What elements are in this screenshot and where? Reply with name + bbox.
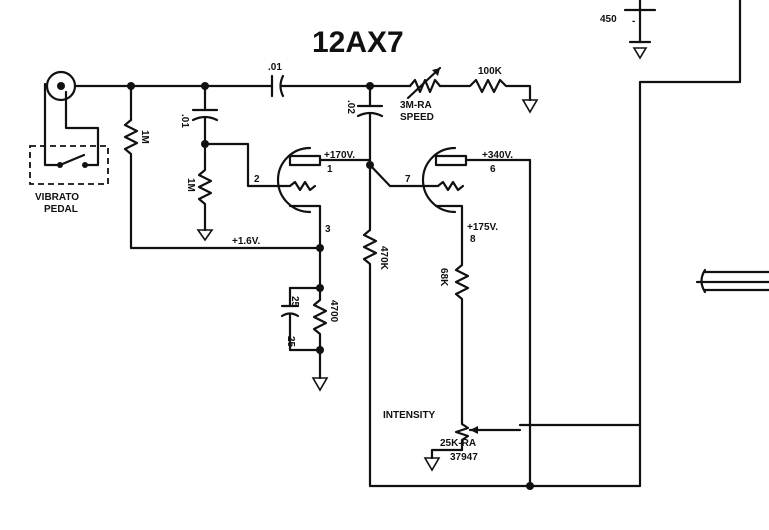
vibrato-pedal-box (29, 145, 109, 185)
pin-2: 2 (254, 174, 260, 185)
plate-resistor-470k (362, 163, 642, 488)
intensity-value: 25K-RA (440, 438, 476, 449)
tube-title: 12AX7 (312, 26, 404, 59)
pedal-label-line2: PEDAL (44, 204, 78, 215)
r-68k-label: 68K (438, 268, 449, 287)
pot-speed-label: 3M-RA (400, 100, 432, 111)
c-shunt-label: .01 (179, 114, 190, 128)
coupling-capacitor-2 (356, 84, 384, 169)
plate2-rail (526, 158, 534, 490)
coupling-capacitor-1 (270, 74, 285, 98)
speed-potentiometer-icon (406, 66, 539, 114)
cathode-resistor-68k (454, 234, 470, 420)
triode-1-icon (260, 146, 372, 250)
cap-01-label: .01 (268, 62, 282, 73)
input-rail (73, 82, 412, 90)
pin-8: 8 (470, 234, 476, 245)
input-resistor-1m (123, 84, 322, 250)
r-470k-label: 470K (378, 246, 389, 271)
intensity-potentiometer-icon (423, 416, 522, 472)
cap-label-450: 450 (600, 14, 617, 25)
pin-3: 3 (325, 224, 331, 235)
intensity-label: INTENSITY (383, 410, 436, 421)
r-cathode-label: 4700 (328, 300, 339, 323)
plate2-voltage: +340V. (482, 150, 513, 161)
r-100k-label: 100K (478, 66, 503, 77)
cathode1-voltage: +1.6V. (232, 236, 260, 247)
cathode2-voltage: +175V. (467, 222, 498, 233)
pin-6: 6 (490, 164, 496, 175)
r-input-label: 1M (139, 130, 150, 144)
r-grid-label: 1M (185, 178, 196, 192)
plate1-voltage: +170V. (324, 150, 355, 161)
cap-pol: - (632, 16, 635, 27)
intensity-part: 37947 (450, 452, 478, 463)
pedal-label-line1: VIBRATO (35, 192, 79, 203)
output-connector-icon (695, 268, 769, 294)
speed-label: SPEED (400, 112, 434, 123)
c-02-label: .02 (345, 100, 356, 114)
cathode-network (280, 244, 329, 392)
triode-2-icon (408, 146, 532, 238)
c-cathode-label: 25 (289, 296, 300, 308)
grid-resistor-1m (196, 142, 264, 242)
pin-7: 7 (405, 174, 411, 185)
pin-1: 1 (327, 164, 333, 175)
shunt-capacitor (191, 84, 219, 148)
right-rail-wiring: 450 - (518, 0, 742, 427)
c-cathode-v-label: 25 (285, 336, 296, 348)
